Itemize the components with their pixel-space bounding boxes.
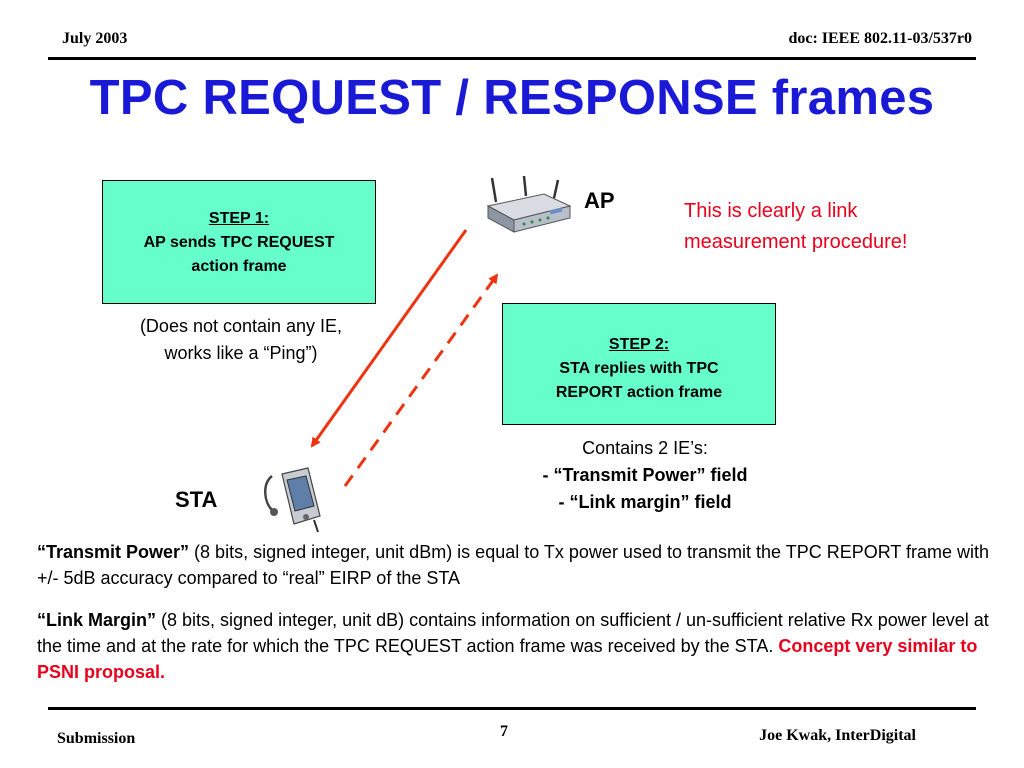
footer-author: Joe Kwak, InterDigital <box>759 727 916 744</box>
step-1-box: STEP 1: AP sends TPC REQUEST action fram… <box>102 180 376 304</box>
remark-line-1: This is clearly a link <box>684 200 858 222</box>
step-2-line-1: STA replies with TPC <box>559 360 719 377</box>
step-2-note-line-1: Contains 2 IE’s: <box>582 438 708 458</box>
ap-label: AP <box>584 188 615 213</box>
step-2-note-line-3: - “Link margin” field <box>558 492 732 512</box>
header-doc-id: doc: IEEE 802.11-03/537r0 <box>788 30 972 47</box>
step-1-note-line-1: (Does not contain any IE, <box>139 316 343 336</box>
access-point-icon <box>486 176 572 233</box>
link-margin-term: “Link Margin” <box>37 610 157 630</box>
remark-line-2: measurement procedure! <box>684 231 908 253</box>
step-2-heading: STEP 2: <box>608 336 670 353</box>
link-margin-text: (8 bits, signed integer, unit dB) contai… <box>37 610 989 656</box>
link-measurement-remark: This is clearly a link measurement proce… <box>684 196 907 258</box>
transmit-power-paragraph: “Transmit Power” (8 bits, signed integer… <box>37 539 997 591</box>
page-number: 7 <box>500 723 508 740</box>
footer-submission: Submission <box>57 730 136 747</box>
sta-label: STA <box>175 487 218 512</box>
request-arrow <box>310 229 468 448</box>
step-1-line-1: AP sends TPC REQUEST <box>143 234 335 251</box>
link-margin-paragraph: “Link Margin” (8 bits, signed integer, u… <box>37 607 997 685</box>
step-1-heading: STEP 1: <box>208 210 270 227</box>
step-2-line-2: REPORT action frame <box>555 384 723 401</box>
step-1-note-line-2: works like a “Ping”) <box>164 343 318 363</box>
transmit-power-term: “Transmit Power” <box>37 542 190 562</box>
footer-rule <box>48 707 976 710</box>
slide-title: TPC REQUEST / RESPONSE frames <box>89 71 935 125</box>
step-1-note: (Does not contain any IE, works like a “… <box>96 313 386 367</box>
psni-highlight: Concept very similar to PSNI proposal. <box>37 636 978 682</box>
step-2-box: STEP 2: STA replies with TPC REPORT acti… <box>502 303 776 425</box>
step-1-line-2: action frame <box>191 258 287 275</box>
transmit-power-text: (8 bits, signed integer, unit dBm) is eq… <box>37 542 990 588</box>
response-arrow <box>343 273 499 487</box>
header-rule <box>48 57 976 60</box>
step-2-note-line-2: - “Transmit Power” field <box>542 465 748 485</box>
step-2-note: Contains 2 IE’s: - “Transmit Power” fiel… <box>500 435 790 516</box>
station-device-icon <box>264 467 321 533</box>
header-date: July 2003 <box>62 30 128 47</box>
